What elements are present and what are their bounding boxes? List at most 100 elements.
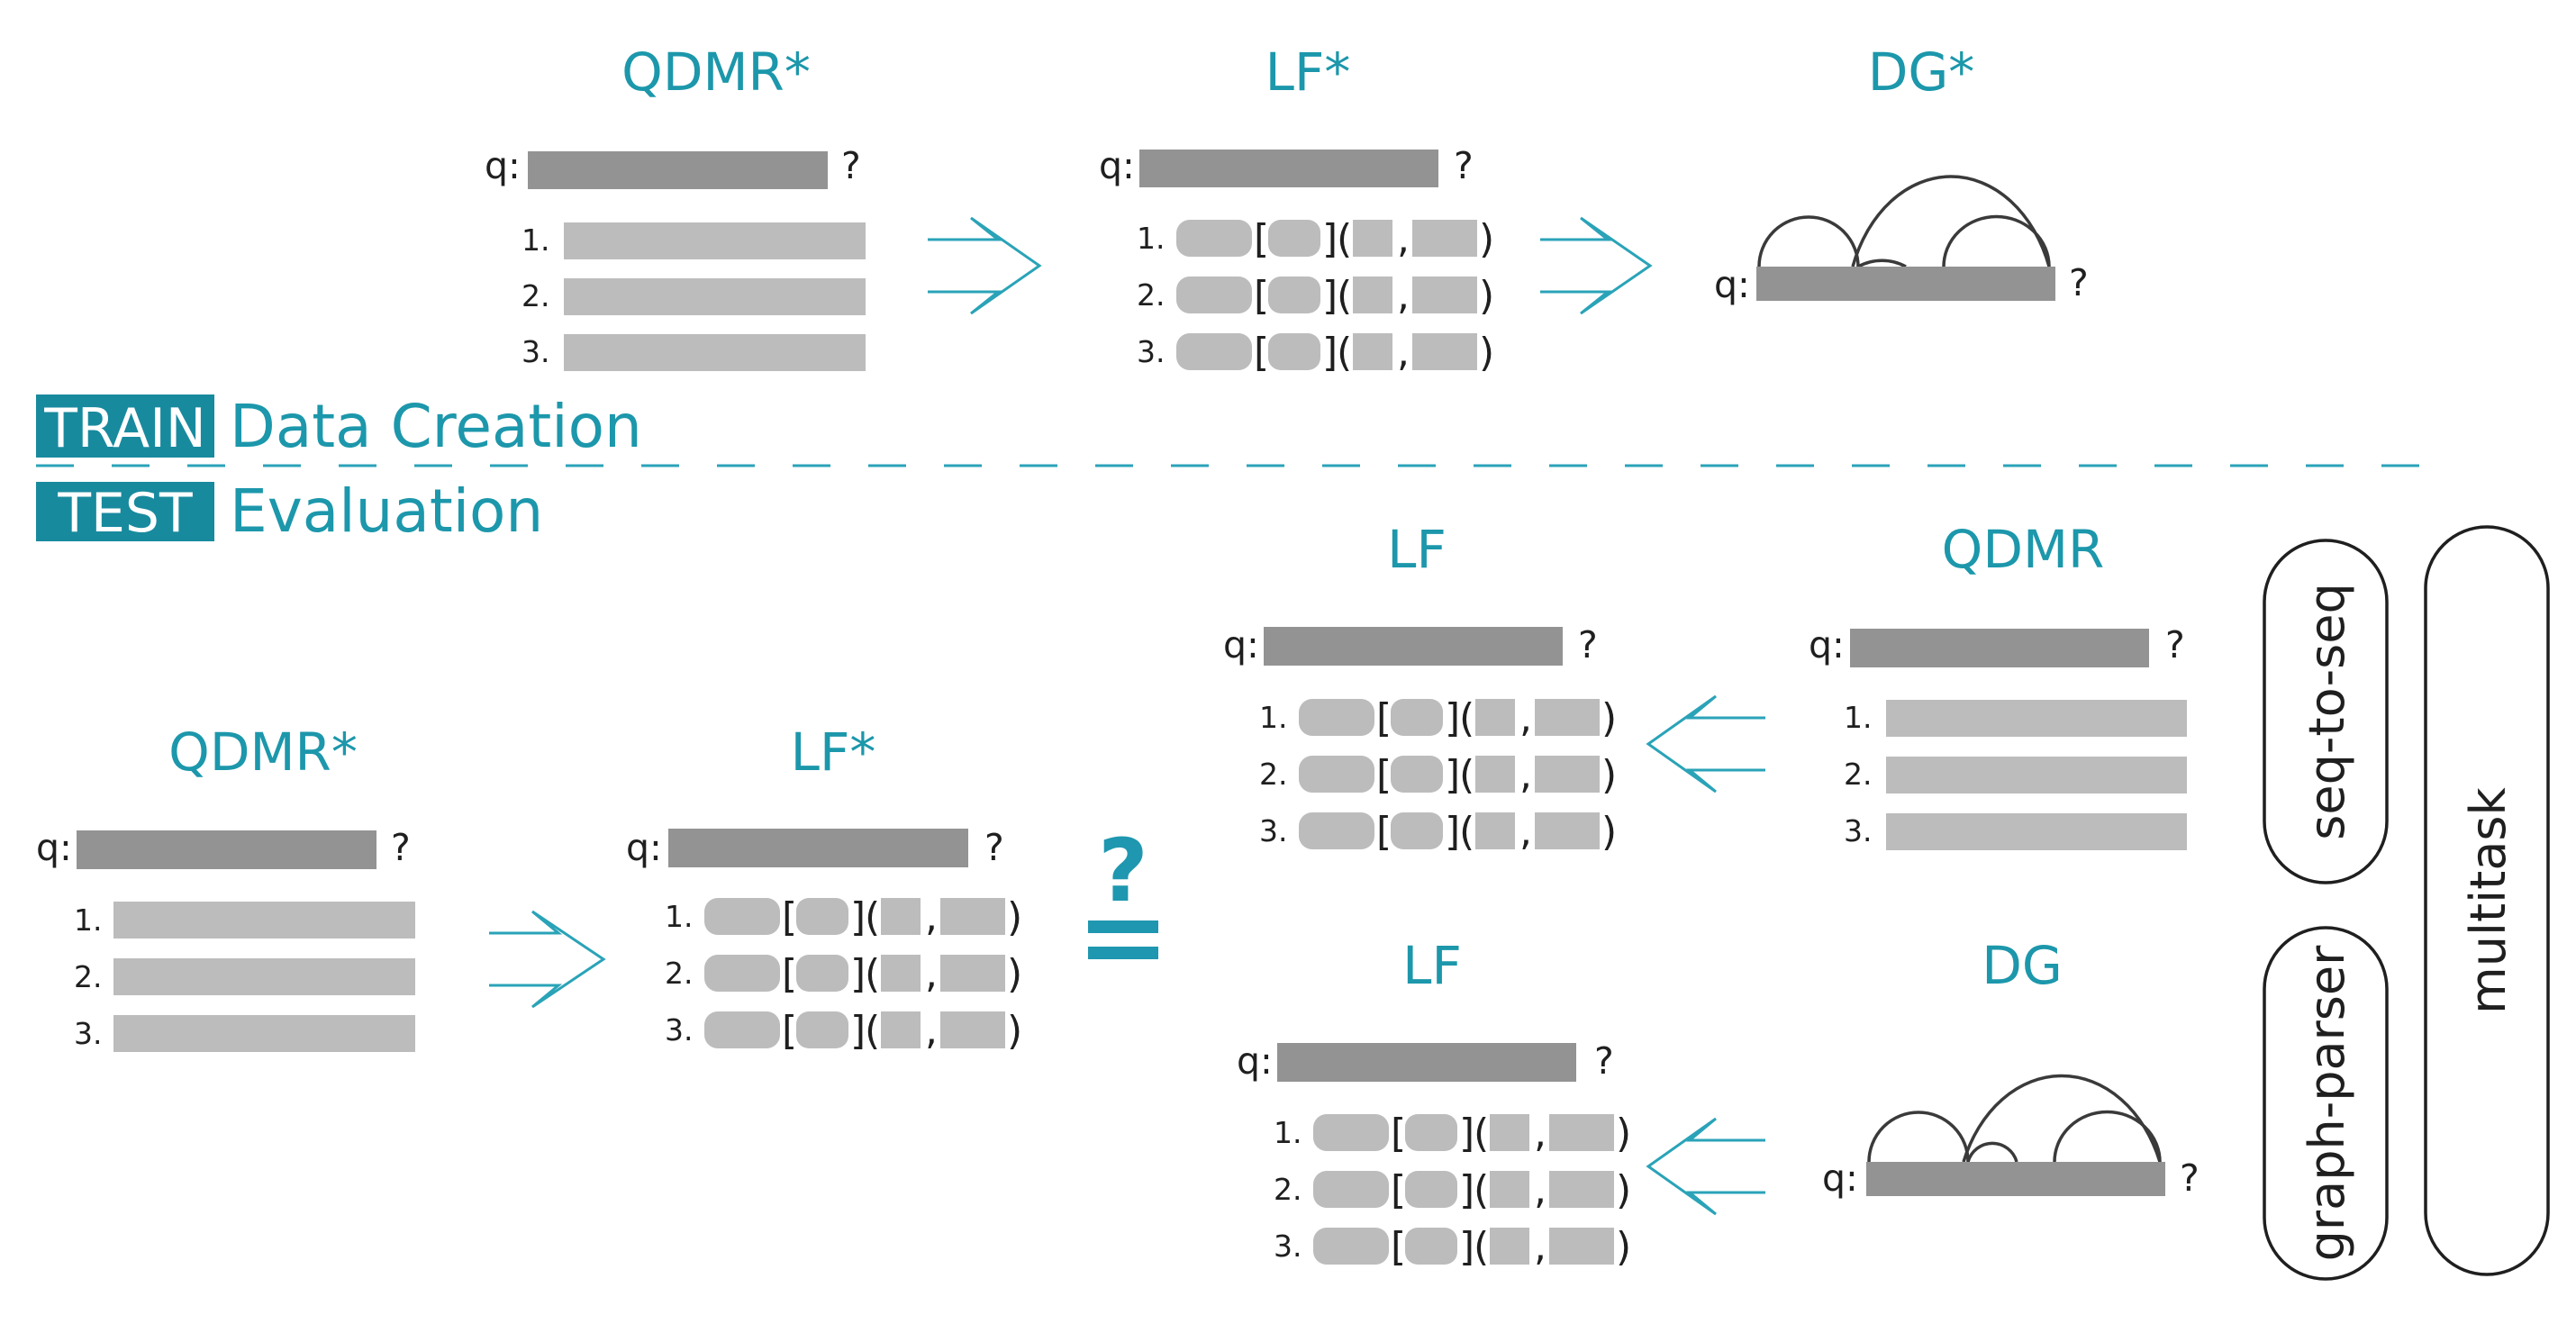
train-lf-step-1-close-paren: ) <box>1479 216 1494 262</box>
train-lf-step-2-arg1-box <box>1353 277 1392 313</box>
train-dg-q-label: q: <box>1714 263 1750 306</box>
test-pred-dg-q-end: ? <box>2180 1156 2200 1200</box>
test-pred-lf-bottom-step-3-comma: , <box>1534 1224 1547 1270</box>
test-pred-lf-bottom-q-end: ? <box>1594 1039 1614 1083</box>
train-lf-step-2-open-paren: ( <box>1337 273 1352 319</box>
train-lf-step-3-open-square: [ <box>1254 330 1269 376</box>
test-gold-lf-step-1-open-square: [ <box>782 894 797 940</box>
test-badge <box>36 482 214 541</box>
test-pred-lf-bottom-step-2-comma: , <box>1534 1167 1547 1213</box>
test-gold-qdmr-step-1-bar <box>113 902 415 939</box>
train-qdmr-panel: QDMR* q: ? 1. 2. 3. <box>485 41 866 371</box>
test-pred-lf-top-step-3-close-paren: ) <box>1601 809 1617 855</box>
test-arrow-qdmr-to-lf-pred <box>1646 694 1765 793</box>
test-pred-lf-top-step-2: 2.[](,) <box>1259 752 1617 798</box>
test-gold-lf-panel: LF* q: ? 1.[](,)2.[](,)3.[](,) <box>626 721 1022 1054</box>
train-lf-step-2-open-square: [ <box>1254 273 1269 319</box>
train-lf-q-label: q: <box>1099 144 1135 187</box>
test-pred-lf-bottom-step-1-arg1-box <box>1490 1114 1529 1151</box>
test-gold-lf-step-3-num: 3. <box>665 1012 694 1047</box>
test-gold-lf-step-1-attr-box <box>796 898 848 935</box>
test-gold-lf-step-2-arg1-box <box>881 955 921 992</box>
train-lf-step-3-op-box <box>1176 333 1252 370</box>
test-pred-lf-top-step-2-open-paren: ( <box>1459 752 1474 798</box>
train-lf-step-3-num: 3. <box>1137 334 1166 369</box>
test-gold-lf-step-3-arg2-box <box>940 1011 1005 1048</box>
test-gold-lf-step-3-open-square: [ <box>782 1008 797 1054</box>
train-lf-step-2-close-paren: ) <box>1479 273 1494 319</box>
multitask-pill <box>2424 525 2550 1276</box>
train-qdmr-step-3-bar <box>564 334 866 371</box>
test-gold-lf-step-1-close-paren: ) <box>1007 894 1022 940</box>
graph-parser-label: graph-parser <box>2299 945 2355 1261</box>
test-pred-lf-top-step-2-op-box <box>1299 756 1374 793</box>
test-pred-dg-question-bar <box>1866 1162 2165 1196</box>
train-lf-panel: LF* q: ? 1.[](,)2.[](,)3.[](,) <box>1099 41 1494 376</box>
test-gold-lf-step-1-arg2-box <box>940 898 1005 935</box>
test-gold-lf-step-3: 3.[](,) <box>665 1008 1022 1054</box>
test-gold-lf-step-2-open-paren: ( <box>865 951 880 997</box>
test-pred-lf-top-step-3: 3.[](,) <box>1259 809 1617 855</box>
test-pred-lf-top-step-1-close-square: ] <box>1445 695 1460 741</box>
train-lf-steps: 1.[](,)2.[](,)3.[](,) <box>1137 216 1494 376</box>
test-pred-lf-top-step-3-open-paren: ( <box>1459 809 1474 855</box>
test-pred-lf-bottom-step-1-open-square: [ <box>1391 1111 1406 1156</box>
train-lf-step-2-close-square: ] <box>1322 273 1338 319</box>
test-pred-dg-title: DG <box>1982 935 2063 996</box>
test-pred-lf-bottom-step-3-attr-box <box>1405 1228 1457 1265</box>
test-pred-lf-top-step-3-close-square: ] <box>1445 809 1460 855</box>
train-lf-step-3: 3.[](,) <box>1137 330 1494 376</box>
train-qdmr-question-bar <box>528 151 828 189</box>
test-pred-lf-bottom-step-1-num: 1. <box>1274 1115 1302 1150</box>
test-pred-lf-top-panel: LF q: ? 1.[](,)2.[](,)3.[](,) <box>1223 519 1617 855</box>
train-lf-step-3-comma: , <box>1397 330 1410 376</box>
test-gold-qdmr-step-2-num: 2. <box>74 959 103 994</box>
train-dg-dependency-arcs <box>1757 175 2051 268</box>
test-gold-lf-step-3-attr-box <box>796 1011 848 1048</box>
train-dg-q-end: ? <box>2069 261 2089 304</box>
test-pred-lf-top-step-2-close-square: ] <box>1445 752 1460 798</box>
test-pred-qdmr-step-1-num: 1. <box>1844 700 1873 735</box>
train-qdmr-step-3-num: 3. <box>522 334 550 369</box>
test-pred-lf-top-step-2-num: 2. <box>1259 757 1288 792</box>
test-pred-qdmr-question-bar <box>1850 629 2149 667</box>
test-pred-qdmr-panel: QDMR q: ? 1. 2. 3. <box>1809 519 2187 850</box>
test-gold-lf-step-2-close-square: ] <box>850 951 866 997</box>
train-lf-step-1-close-square: ] <box>1322 216 1338 262</box>
test-gold-lf-step-2-open-square: [ <box>782 951 797 997</box>
train-arrow-qdmr-to-lf <box>928 216 1042 315</box>
test-pred-lf-top-step-3-open-square: [ <box>1376 809 1392 855</box>
compare-question-mark: ? <box>1098 821 1148 921</box>
test-pred-qdmr-step-2-bar <box>1886 757 2187 793</box>
test-gold-lf-step-2-arg2-box <box>940 955 1005 992</box>
test-pred-lf-bottom-steps: 1.[](,)2.[](,)3.[](,) <box>1274 1111 1631 1270</box>
test-pred-lf-top-step-2-arg1-box <box>1475 756 1515 793</box>
test-pred-lf-bottom-step-3-close-square: ] <box>1459 1224 1474 1270</box>
test-pred-qdmr-step-1-bar <box>1886 700 2187 737</box>
test-pred-lf-top-step-3-arg2-box <box>1535 812 1600 849</box>
train-qdmr-q-label: q: <box>485 144 521 187</box>
test-gold-lf-step-3-open-paren: ( <box>865 1008 880 1054</box>
test-gold-lf-step-3-close-square: ] <box>850 1008 866 1054</box>
test-pred-lf-bottom-step-1-attr-box <box>1405 1114 1457 1151</box>
test-pred-dg-q-label: q: <box>1822 1156 1858 1200</box>
test-arrow-dg-to-lf-pred <box>1646 1117 1765 1216</box>
train-qdmr-title: QDMR* <box>621 41 811 103</box>
test-pred-lf-top-step-3-num: 3. <box>1259 813 1288 848</box>
compare-symbol: ? <box>1088 821 1158 959</box>
test-pred-lf-top-step-1-open-paren: ( <box>1459 695 1474 741</box>
test-pred-lf-top-steps: 1.[](,)2.[](,)3.[](,) <box>1259 695 1617 855</box>
test-pred-lf-bottom-step-2-open-paren: ( <box>1474 1167 1489 1213</box>
test-pred-lf-bottom-step-1-comma: , <box>1534 1111 1547 1156</box>
test-gold-lf-step-2: 2.[](,) <box>665 951 1022 997</box>
test-pred-lf-top-title: LF <box>1387 519 1447 580</box>
test-gold-qdmr-step-3-bar <box>113 1015 415 1052</box>
compare-equals-top <box>1088 920 1158 933</box>
train-lf-step-3-close-paren: ) <box>1479 330 1494 376</box>
model-labels: seq-to-seq graph-parser multitask <box>2263 525 2550 1281</box>
test-pred-lf-top-q-end: ? <box>1578 623 1598 667</box>
test-pred-lf-top-step-1: 1.[](,) <box>1259 695 1617 741</box>
test-gold-lf-step-1-num: 1. <box>665 899 694 934</box>
train-lf-title: LF* <box>1265 41 1351 103</box>
test-gold-lf-q-end: ? <box>984 826 1004 869</box>
